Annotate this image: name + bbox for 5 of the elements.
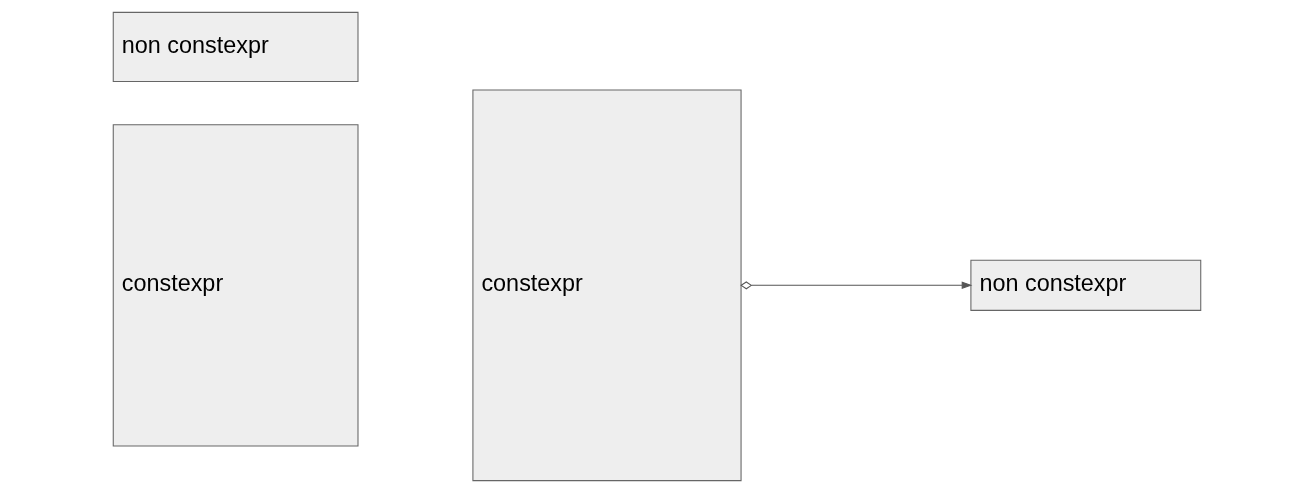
node-box: constexpr [471,89,742,482]
node-box: constexpr [112,124,358,447]
node-box: non constexpr [969,259,1201,311]
node-box: non constexpr [112,11,358,83]
arrow [739,281,972,290]
